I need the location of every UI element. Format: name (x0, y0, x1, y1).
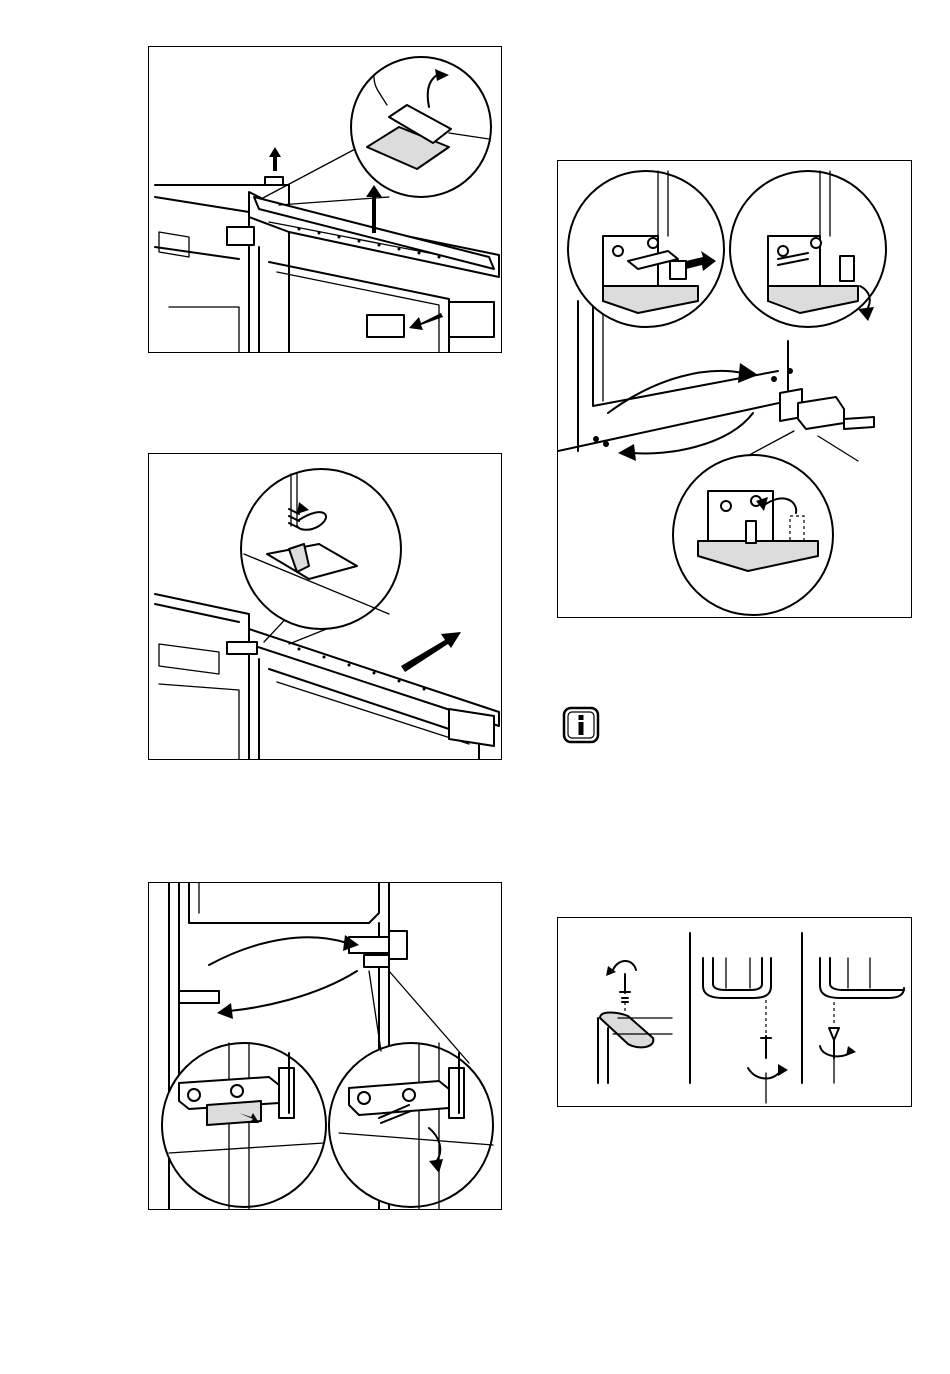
figure-lower-hinge-swap (148, 882, 502, 1210)
figure-foot-screw-steps (557, 917, 912, 1107)
figure-hinge-bracket-swap (557, 160, 912, 618)
info-icon (562, 706, 600, 744)
figure-top-cover-removal (148, 46, 502, 353)
figure-screw-unscrew (148, 453, 502, 760)
